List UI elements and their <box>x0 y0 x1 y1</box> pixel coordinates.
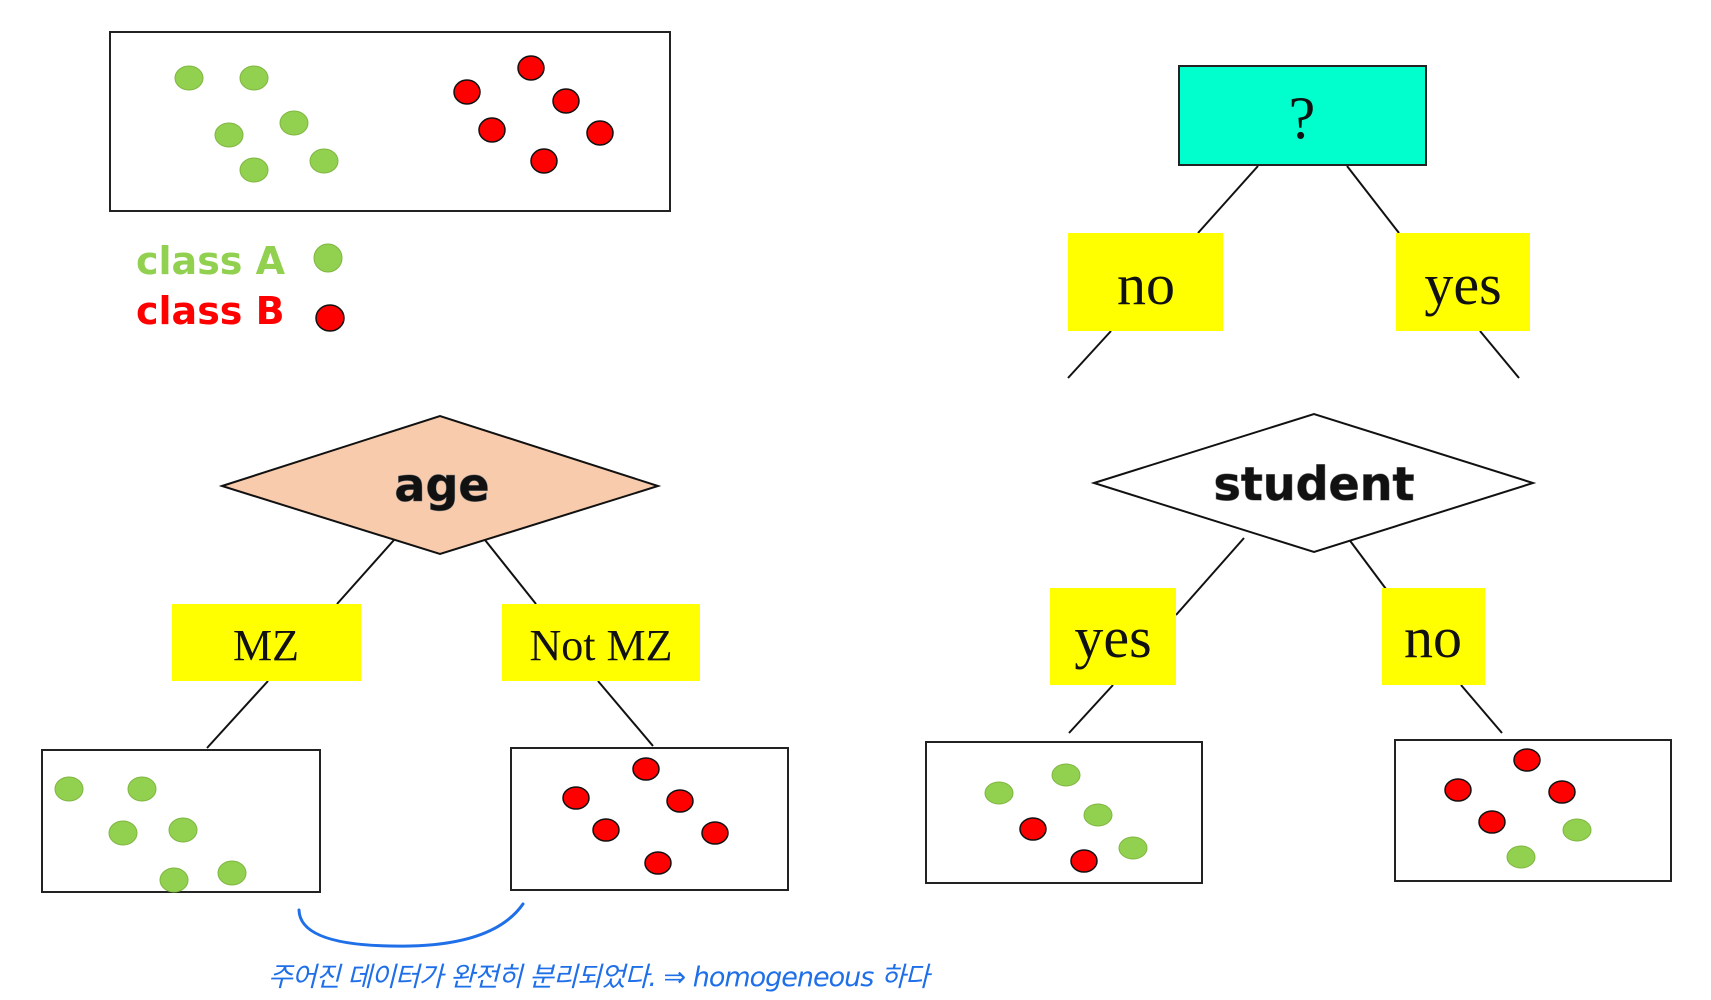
class-b-point <box>517 55 545 81</box>
legend-class-a-label: class A <box>136 239 286 283</box>
class-a-point <box>159 867 189 893</box>
class-b-point <box>453 79 481 105</box>
class-a-point <box>1506 845 1536 869</box>
student-yes-branch-box <box>1050 588 1176 685</box>
class-a-point <box>309 148 339 174</box>
class-b-point <box>1444 778 1472 802</box>
legend-class-b-marker <box>315 304 345 332</box>
note-bracket-curve <box>297 902 525 948</box>
student-yes-branch-label: yes <box>1074 605 1151 670</box>
class-a-point <box>1083 803 1113 827</box>
student-yes-leaf-box <box>925 741 1203 884</box>
class-b-point <box>562 786 590 810</box>
not-mz-branch-box <box>502 604 700 681</box>
root-no-branch-label: no <box>1117 252 1175 317</box>
class-a-point <box>279 110 309 136</box>
class-a-point <box>984 781 1014 805</box>
right-tree-edges <box>1067 165 1520 734</box>
class-a-point <box>1051 763 1081 787</box>
student-no-leaf-points <box>1444 748 1592 869</box>
student-no-branch-box <box>1382 588 1485 685</box>
class-b-point <box>1548 780 1576 804</box>
student-yes-leaf-points <box>984 763 1148 873</box>
class-b-point <box>632 757 660 781</box>
class-a-point <box>174 65 204 91</box>
age-node-diamond <box>218 414 662 556</box>
left-tree-edges <box>206 539 654 749</box>
class-a-point <box>239 157 269 183</box>
class-a-point <box>54 776 84 802</box>
class-a-point <box>214 122 244 148</box>
class-b-point <box>701 821 729 845</box>
handwritten-note: 주어진 데이터가 완전히 분리되었다. ⇒ homogeneous 하다 <box>268 962 933 993</box>
class-a-point <box>1118 836 1148 860</box>
class-a-point <box>108 820 138 846</box>
legend-class-b-label: class B <box>136 289 285 333</box>
class-b-point <box>1019 817 1047 841</box>
mz-branch-box <box>172 604 361 681</box>
class-a-point <box>239 65 269 91</box>
mz-leaf-class-a-points <box>54 776 247 893</box>
student-node-diamond <box>1090 412 1537 554</box>
class-a-point <box>168 817 198 843</box>
class-a-point <box>1562 818 1592 842</box>
age-node-label: age <box>394 458 489 512</box>
class-b-point <box>478 117 506 143</box>
root-yes-branch-label: yes <box>1424 252 1501 317</box>
class-a-point <box>217 860 247 886</box>
class-b-point <box>586 120 614 146</box>
root-yes-branch-box <box>1396 233 1530 331</box>
class-b-point <box>530 148 558 174</box>
full-dataset-class-b-points <box>453 55 614 174</box>
unknown-root-box <box>1178 65 1427 166</box>
mz-branch-label: MZ <box>233 621 299 670</box>
class-b-point <box>592 818 620 842</box>
not-mz-branch-label: Not MZ <box>530 621 673 670</box>
full-dataset-box <box>109 31 671 212</box>
class-b-point <box>644 851 672 875</box>
legend-class-a-marker <box>313 243 343 273</box>
student-no-branch-label: no <box>1404 605 1462 670</box>
full-dataset-class-a-points <box>174 65 339 183</box>
student-node-label: student <box>1214 457 1415 511</box>
class-b-point <box>1070 849 1098 873</box>
class-a-point <box>127 776 157 802</box>
class-b-point <box>1513 748 1541 772</box>
class-b-point <box>1478 810 1506 834</box>
class-b-point <box>666 789 694 813</box>
not-mz-leaf-class-b-points <box>562 757 729 875</box>
root-no-branch-box <box>1068 233 1223 331</box>
unknown-root-label: ? <box>1289 85 1316 151</box>
class-b-point <box>552 88 580 114</box>
